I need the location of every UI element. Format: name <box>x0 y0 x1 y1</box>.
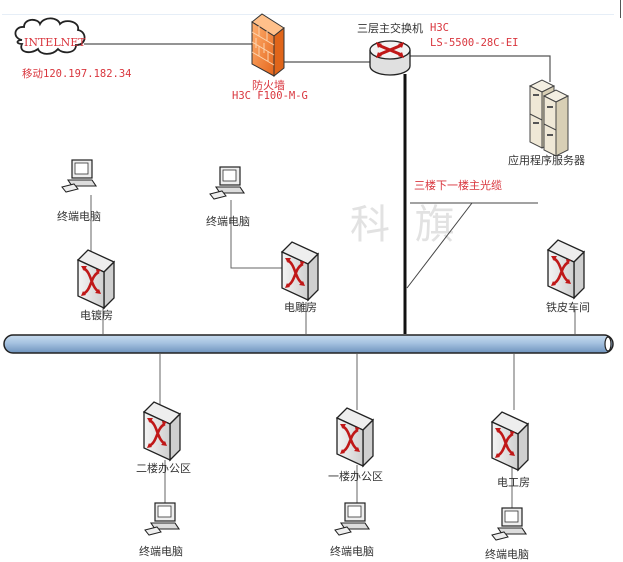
switch-icon-floor1-office <box>335 406 375 468</box>
isp-ip-label: 移动120.197.182.34 <box>22 68 132 80</box>
core-switch-model: LS-5500-28C-EI <box>430 37 519 49</box>
switch-label: 一楼办公区 <box>328 470 383 483</box>
firewall-model: H3C F100-M-G <box>232 90 308 102</box>
pc-icon <box>144 502 180 536</box>
switch-icon-electrician-room <box>490 410 530 472</box>
pc-icon <box>209 166 245 200</box>
switch-icon-floor2-office <box>142 400 182 462</box>
internet-label: INTELNET <box>24 36 86 49</box>
pc-icon <box>61 159 97 193</box>
core-switch-brand: H3C <box>430 22 449 34</box>
switch-label: 二楼办公区 <box>136 462 191 475</box>
core-switch-label: 三层主交换机 <box>357 22 423 35</box>
fiber-label: 三楼下一楼主光缆 <box>414 179 502 192</box>
switch-label: 铁皮车间 <box>546 301 590 314</box>
switch-icon-sheet-metal <box>546 238 586 300</box>
server-label: 应用程序服务器 <box>508 154 585 167</box>
switch-icon-electroplating <box>76 248 116 310</box>
pc-label: 终端电脑 <box>206 215 250 228</box>
top-border <box>2 14 614 15</box>
pc-label: 终端电脑 <box>57 210 101 223</box>
backbone-bus <box>3 334 614 354</box>
pc-icon <box>334 502 370 536</box>
pc-label: 终端电脑 <box>485 548 529 561</box>
right-edge <box>620 0 621 18</box>
internet-cloud-icon <box>14 17 86 55</box>
pc-label: 终端电脑 <box>139 545 183 558</box>
pc-icon <box>491 507 527 541</box>
firewall-label: 防火墙 <box>252 79 285 92</box>
pc-label: 终端电脑 <box>330 545 374 558</box>
switch-label: 电雕房 <box>284 301 317 314</box>
switch-label: 电工房 <box>497 476 530 489</box>
firewall-icon <box>251 13 285 78</box>
core-switch-icon <box>369 40 411 76</box>
watermark: 科 旗 <box>350 202 461 248</box>
switch-icon-engraving <box>280 240 320 302</box>
server-icon <box>528 79 570 157</box>
switch-label: 电镀房 <box>80 309 113 322</box>
